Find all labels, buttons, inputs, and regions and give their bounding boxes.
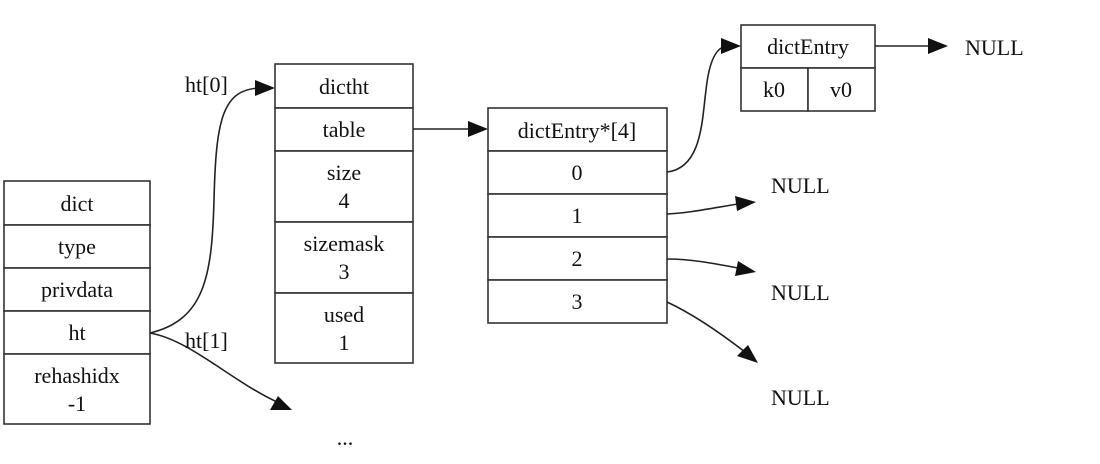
edge-ht1-arrowhead: [270, 396, 292, 410]
dict-entry-value-cell: [807, 67, 876, 112]
dict-entry-box: dictEntry k0 v0: [740, 24, 876, 112]
null-slot2: NULL: [771, 280, 830, 305]
edge-slot0: [666, 45, 729, 173]
dictht-title-cell: [274, 63, 414, 109]
edge-table-arrowhead: [468, 121, 488, 137]
dict-type-label: type: [58, 234, 96, 259]
dict-rehashidx-value: -1: [68, 391, 86, 416]
dictht-size-label: size: [327, 160, 361, 185]
dict-entry-value: v0: [830, 77, 852, 102]
edge-ht0: [149, 87, 263, 334]
dictht-sizemask-value: 3: [339, 259, 350, 284]
dictht-sizemask-label: sizemask: [304, 231, 385, 256]
dict-entry-title: dictEntry: [767, 34, 849, 59]
table-slot-3-label: 3: [572, 289, 583, 314]
edge-ht1: [149, 332, 278, 403]
dict-struct-box: dict type privdata ht rehashidx -1: [3, 180, 151, 425]
dict-entry-key-cell: [740, 67, 809, 112]
edge-slot0-arrowhead: [721, 38, 741, 54]
dictht-used-value: 1: [339, 330, 350, 355]
edge-slot2-arrowhead: [735, 261, 756, 276]
dictht-struct-box: dictht table size 4 sizemask 3 used 1: [274, 63, 414, 364]
table-slot-1-label: 1: [572, 203, 583, 228]
dict-title-cell: [3, 180, 151, 226]
table-array-title-cell: [487, 107, 668, 152]
table-slot-2-label: 2: [572, 246, 583, 271]
dict-ht-label: ht: [68, 320, 85, 345]
table-slot-3: [487, 279, 668, 324]
table-slot-0-label: 0: [572, 160, 583, 185]
edge-entry-next-arrowhead: [928, 38, 948, 54]
null-slot1: NULL: [771, 173, 830, 198]
dict-privdata-label: privdata: [41, 277, 113, 302]
edge-slot3-arrowhead: [737, 345, 758, 363]
table-slot-0: [487, 150, 668, 195]
table-array-title: dictEntry*[4]: [518, 118, 637, 143]
dictht-size-field: [274, 150, 414, 223]
dict-entry-title-cell: [740, 24, 876, 69]
dict-type-field: [3, 224, 151, 269]
null-slot3: NULL: [771, 385, 830, 410]
dict-title: dict: [61, 191, 94, 216]
table-array-box: dictEntry*[4] 0 1 2 3: [487, 107, 668, 324]
edge-slot1-arrowhead: [735, 196, 756, 211]
dict-entry-key: k0: [763, 77, 785, 102]
dictht-size-value: 4: [339, 188, 350, 213]
dict-rehashidx-field: [3, 353, 151, 425]
dict-rehashidx-label: rehashidx: [34, 363, 120, 388]
dictht-used-field: [274, 292, 414, 364]
edge-slot3: [666, 301, 746, 353]
edge-slot2: [666, 258, 739, 269]
dictht-title: dictht: [319, 74, 369, 99]
dictht-used-label: used: [324, 302, 364, 327]
edge-label-ht0: ht[0]: [185, 72, 228, 97]
edge-ht0-arrowhead: [255, 80, 275, 96]
ellipsis-label: ...: [337, 425, 354, 450]
null-entry-next: NULL: [965, 35, 1024, 60]
table-slot-2: [487, 236, 668, 281]
edge-label-ht1: ht[1]: [185, 328, 228, 353]
dictht-table-label: table: [323, 117, 366, 142]
edge-slot1: [666, 203, 739, 215]
